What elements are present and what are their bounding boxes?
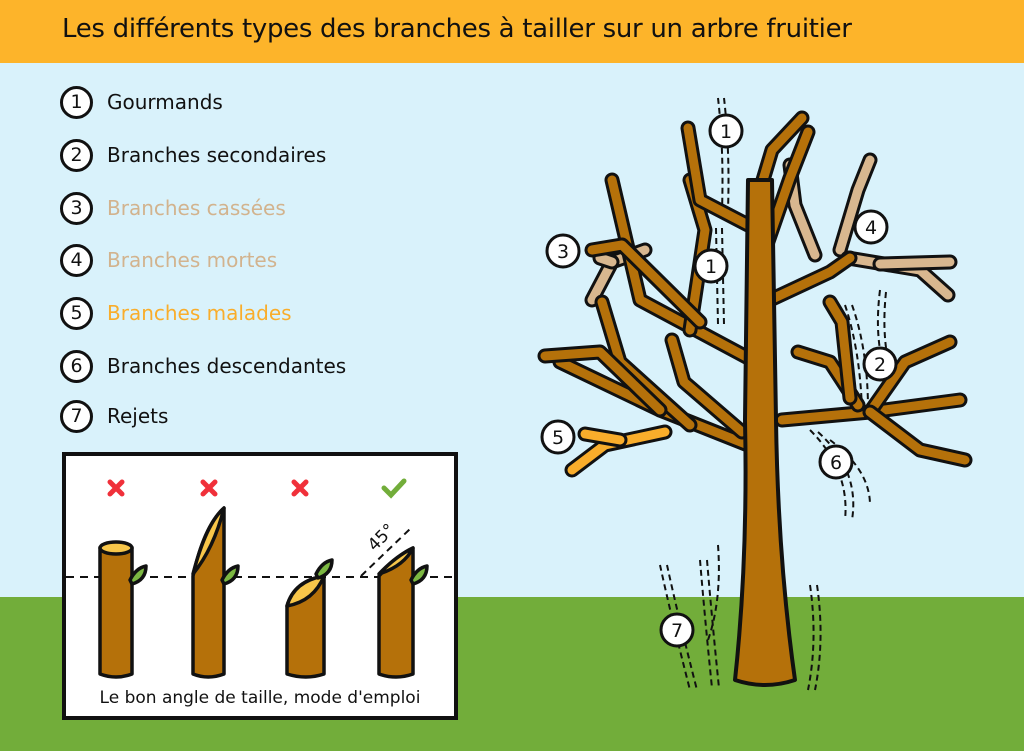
bud-icon	[409, 564, 429, 586]
dashed-branch-outline	[717, 97, 724, 211]
wrong-mark-icon	[107, 479, 125, 497]
legend-item-descendantes: 6 Branches descendantes	[60, 348, 346, 384]
branch	[865, 407, 970, 465]
legend-item-cassees: 3 Branches cassées	[60, 190, 286, 226]
pruning-angle-inset: 45° Le bon angle de taille, mode d'emplo…	[62, 452, 458, 720]
dashed-branch-outline	[807, 584, 815, 691]
number-badge	[818, 444, 854, 480]
dashed-branch-outline	[814, 584, 822, 691]
number-badge: 1	[60, 85, 93, 119]
legend-label: Rejets	[107, 404, 169, 428]
number-badge	[659, 612, 695, 648]
dashed-branch-outline	[707, 544, 720, 641]
number-badge	[708, 113, 744, 149]
cut-illustrations: 45°	[66, 478, 454, 679]
legend-item-mortes: 4 Branches mortes	[60, 242, 277, 278]
number-badge: 5	[60, 296, 93, 330]
number-badge: 4	[60, 243, 93, 277]
number-badge	[862, 346, 898, 382]
tree-label: 1	[705, 256, 717, 278]
number-badge: 2	[60, 138, 93, 172]
number-badge	[853, 209, 889, 245]
diseased-branch	[580, 429, 625, 445]
branch	[765, 253, 855, 305]
bud-icon	[128, 564, 148, 586]
dashed-branch-outline	[721, 227, 725, 326]
branch	[683, 123, 753, 230]
wrong-mark-icon	[200, 479, 218, 497]
legend-label: Branches secondaires	[107, 143, 327, 167]
branch	[667, 335, 747, 437]
cut-surface	[191, 506, 226, 576]
number-badge	[693, 248, 729, 284]
legend-label: Gourmands	[107, 90, 223, 114]
number-badge: 6	[60, 349, 93, 383]
tree-label: 5	[552, 427, 564, 449]
stump-flat-cut	[98, 546, 134, 679]
branch	[865, 337, 955, 417]
number-badge: 7	[60, 399, 93, 433]
inset-caption: Le bon angle de taille, mode d'emploi	[99, 688, 421, 708]
bud-icon	[314, 558, 334, 580]
tree-trunk	[733, 178, 797, 687]
dashed-branch-outline	[706, 559, 720, 689]
dead-branch	[875, 257, 955, 269]
tree-label: 7	[671, 620, 683, 642]
tree-label: 1	[720, 121, 732, 143]
dead-branch	[595, 253, 617, 267]
page-title: Les différents types des branches à tail…	[62, 14, 852, 44]
cut-surface	[377, 546, 415, 576]
dashed-branch-outline	[829, 439, 871, 506]
legend-item-secondaires: 2 Branches secondaires	[60, 137, 326, 173]
branch	[540, 347, 665, 415]
bud-icon	[220, 564, 240, 586]
branch	[755, 113, 807, 195]
legend-item-rejets: 7 Rejets	[60, 398, 168, 434]
legend-item-malades: 5 Branches malades	[60, 295, 292, 331]
tree-label: 2	[874, 354, 886, 376]
legend-label: Branches mortes	[107, 248, 278, 272]
dashed-branch-outline	[715, 227, 719, 326]
legend-label: Branches descendantes	[107, 354, 347, 378]
wrong-mark-icon	[291, 479, 309, 497]
angle-label: 45°	[364, 520, 399, 555]
header-bar: Les différents types des branches à tail…	[0, 0, 1024, 63]
legend-item-gourmands: 1 Gourmands	[60, 84, 223, 120]
legend-label: Branches malades	[107, 301, 292, 325]
legend-label: Branches cassées	[107, 196, 286, 220]
tree-label: 3	[557, 241, 569, 263]
dashed-branch-outline	[699, 559, 713, 689]
number-badge	[545, 233, 581, 269]
dashed-branch-outline	[851, 304, 869, 411]
check-mark-icon	[381, 478, 407, 499]
branch	[607, 175, 757, 365]
dashed-branch-outline	[723, 97, 730, 211]
tree-label: 4	[865, 217, 877, 239]
number-badge	[540, 419, 576, 455]
dead-branch	[835, 155, 875, 255]
tree-label: 6	[830, 452, 842, 474]
cut-surface	[98, 540, 134, 556]
branch	[825, 297, 855, 403]
branch	[587, 240, 705, 327]
number-badge: 3	[60, 191, 93, 225]
